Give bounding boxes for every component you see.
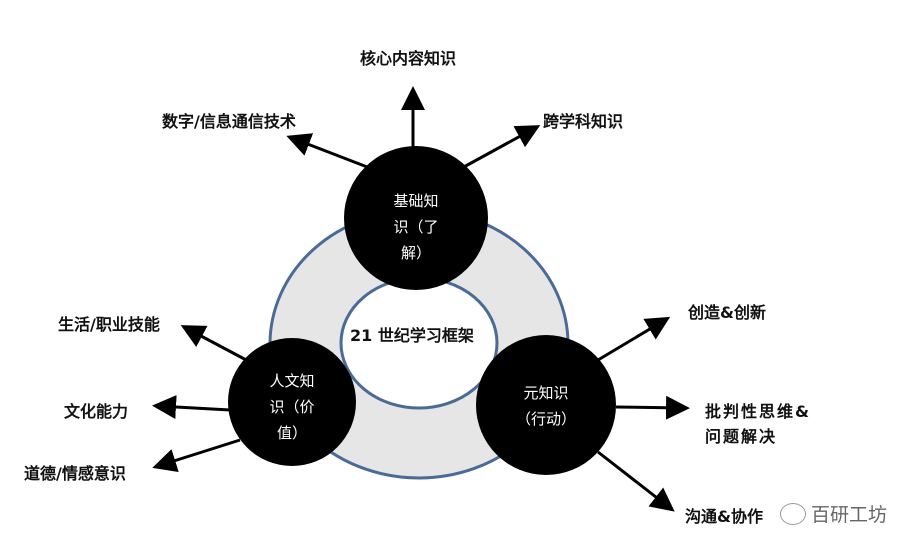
label-critical-2: 问题解决 xyxy=(705,427,778,446)
node-line: 解） xyxy=(400,244,431,262)
node-meta-text: 元知识 （行动） xyxy=(496,380,596,432)
label-interdisciplinary: 跨学科知识 xyxy=(543,112,624,131)
node-line: 人文知 xyxy=(269,372,315,390)
label-communication: 沟通&协作 xyxy=(685,507,763,526)
node-foundational-text: 基础知 识（了 解） xyxy=(366,188,466,266)
label-ethical: 道德/情感意识 xyxy=(24,464,126,483)
watermark-text: 百研工坊 xyxy=(811,504,888,526)
watermark: 百研工坊 xyxy=(778,500,890,527)
node-meta xyxy=(476,335,616,475)
node-line: 识（价 xyxy=(269,398,315,416)
node-line: （行动） xyxy=(515,410,576,428)
wechat-icon xyxy=(780,502,806,525)
node-line: 值） xyxy=(276,424,307,442)
label-cultural: 文化能力 xyxy=(64,402,129,421)
label-critical-1: 批判性思维& xyxy=(705,402,811,421)
arrow-life-career xyxy=(180,325,251,364)
node-humanistic-text: 人文知 识（价 值） xyxy=(252,368,332,446)
arrow-creativity xyxy=(597,316,671,362)
arrow-communication xyxy=(597,450,675,512)
arrow-critical xyxy=(615,395,690,420)
node-foundational xyxy=(344,146,488,290)
arrow-cultural xyxy=(152,395,231,419)
node-humanistic xyxy=(228,338,356,466)
label-life-career: 生活/职业技能 xyxy=(58,315,160,334)
node-line: 基础知 xyxy=(393,192,439,210)
label-core: 核心内容知识 xyxy=(360,49,457,68)
node-line: 元知识 xyxy=(523,384,569,402)
node-line: 识（了 xyxy=(393,218,439,236)
label-digital: 数字/信息通信技术 xyxy=(162,112,296,131)
center-title: 21 世纪学习框架 xyxy=(350,326,474,345)
label-creativity: 创造&创新 xyxy=(688,303,766,322)
arrow-interdisciplinary xyxy=(461,125,541,170)
arrow-digital xyxy=(286,133,376,172)
arrow-ethical xyxy=(152,438,241,472)
